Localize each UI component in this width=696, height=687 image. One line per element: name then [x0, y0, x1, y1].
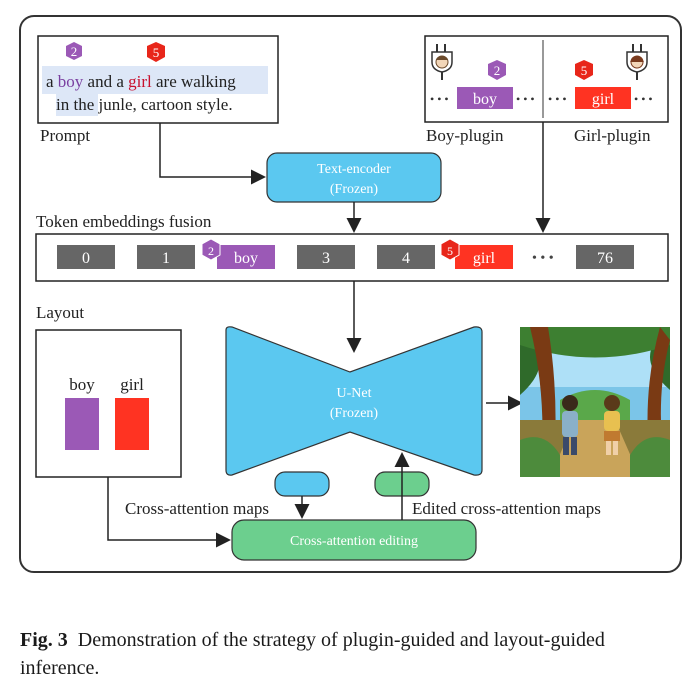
cross-attention-map-pill	[274, 471, 330, 497]
token-girl	[455, 245, 513, 269]
text-encoder-title: Text-encoder	[317, 162, 391, 177]
hex-badge-5	[147, 42, 165, 62]
plugin-hex-2	[488, 60, 506, 80]
layout-boy-label: boy	[69, 375, 95, 394]
layout-label: Layout	[36, 303, 84, 322]
token-1-text: 1	[162, 250, 170, 267]
text-encoder-sub: (Frozen)	[330, 182, 379, 197]
layout-boy-region	[65, 398, 99, 450]
token-0	[57, 245, 115, 269]
prompt-word-boy: boy	[58, 72, 84, 91]
boy-plugin-dots-right: • • •	[516, 92, 535, 106]
badge-2-text: 2	[71, 44, 78, 59]
edited-maps-label: Edited cross-attention maps	[412, 499, 601, 518]
unet-title: U-Net	[337, 386, 372, 401]
prompt-word: are walking	[152, 72, 237, 91]
girl-plug-icon	[626, 44, 648, 80]
girl-plugin-dots-left: • • •	[548, 92, 567, 106]
output-image	[520, 327, 670, 477]
token-4	[377, 245, 435, 269]
plugin-hex-2-text: 2	[494, 63, 501, 78]
token-hex-5	[440, 238, 460, 261]
token-1	[137, 245, 195, 269]
cross-attention-maps-label: Cross-attention maps	[125, 499, 269, 518]
figure-caption-text: Demonstration of the strategy of plugin-…	[20, 629, 605, 679]
girl-plugin-label: Girl-plugin	[574, 126, 651, 145]
prompt-label: Prompt	[40, 126, 90, 145]
layout-girl-region	[115, 398, 149, 450]
layout-box	[35, 329, 182, 478]
token-76	[576, 245, 634, 269]
girl-plugin-token	[575, 87, 631, 109]
token-hex-5-text: 5	[447, 244, 453, 258]
prompt-section: a boy and a girl are walking in the junl…	[37, 35, 279, 145]
strategy-diagram: a boy and a girl are walking in the junl…	[19, 15, 682, 573]
outer-frame	[19, 15, 682, 573]
token-boy-text: boy	[234, 250, 258, 267]
token-hex-2-text: 2	[208, 244, 214, 258]
token-ellipsis: • • •	[532, 251, 554, 266]
girl-plugin-dots-right: • • •	[634, 92, 653, 106]
girl-plugin-word: girl	[592, 91, 615, 108]
plugins-box	[424, 35, 669, 123]
token-girl-text: girl	[473, 250, 496, 267]
boy-plugin-dots-left: • • •	[430, 92, 449, 106]
boy-plugin-word: boy	[473, 91, 497, 108]
token-4-text: 4	[402, 250, 410, 267]
unet-shape	[225, 326, 483, 476]
prompt-line-2: in the junle, cartoon style.	[56, 95, 233, 114]
token-3	[297, 245, 355, 269]
plugin-hex-5-text: 5	[581, 63, 588, 78]
prompt-line-1: a boy and a girl are walking	[46, 72, 236, 91]
prompt-word: and a	[83, 72, 128, 91]
cross-attention-editing-label: Cross-attention editing	[290, 534, 418, 549]
prompt-word: a	[46, 72, 58, 91]
token-0-text: 0	[82, 250, 90, 267]
token-76-text: 76	[597, 250, 613, 267]
token-3-text: 3	[322, 250, 330, 267]
layout-girl-label: girl	[120, 375, 144, 394]
prompt-word-girl: girl	[128, 72, 152, 91]
cross-attention-editing-box	[231, 519, 477, 561]
badge-5-text: 5	[153, 45, 160, 60]
fusion-label: Token embeddings fusion	[36, 212, 212, 231]
token-boy	[217, 245, 275, 269]
figure-number: Fig. 3	[20, 629, 68, 651]
prompt-to-encoder-arrow	[159, 123, 266, 185]
prompt-highlight-2	[56, 92, 98, 116]
plugin-hex-5	[575, 60, 593, 80]
plugins-section: 2 • • • boy • • • 5 • • • girl • • • Boy…	[424, 35, 669, 145]
prompt-highlight	[42, 66, 268, 94]
token-hex-2	[201, 238, 221, 261]
layout-to-editing-arrow	[107, 477, 231, 548]
figure-caption: Fig. 3 Demonstration of the strategy of …	[20, 626, 680, 682]
hex-badge-2	[66, 42, 82, 60]
boy-plugin-label: Boy-plugin	[426, 126, 504, 145]
unet-sub: (Frozen)	[330, 406, 379, 421]
boy-plug-icon	[431, 44, 453, 80]
boy-plugin-token	[457, 87, 513, 109]
